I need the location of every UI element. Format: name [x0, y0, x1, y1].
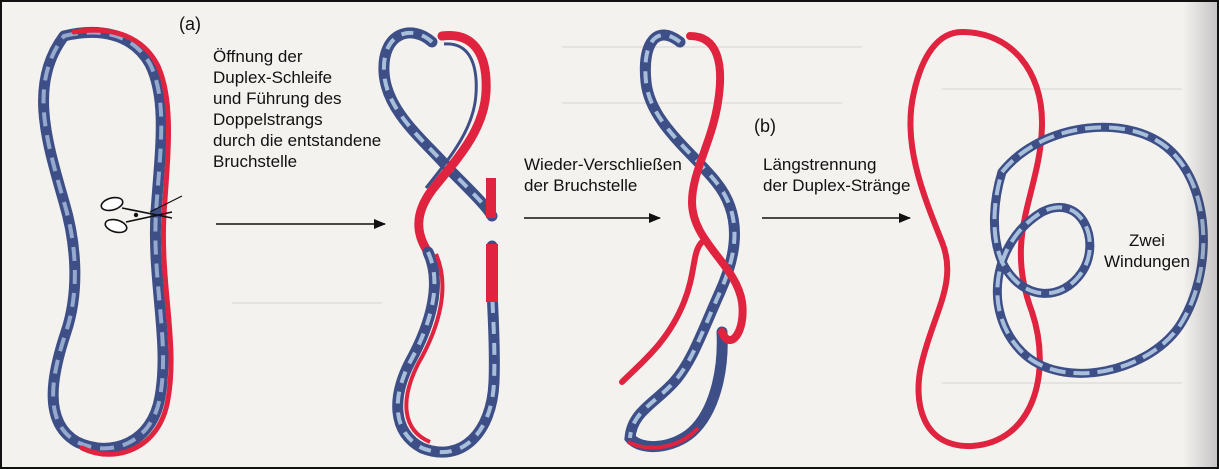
- step-b-tag: (b): [754, 116, 776, 137]
- step-a-tag: (a): [179, 14, 201, 35]
- duplex-loop-intact: [44, 30, 172, 454]
- caption-open-loop: Öffnung der Duplex-Schleife und Führung …: [213, 46, 381, 172]
- caption-reseal: Wieder-Verschließen der Bruchstelle: [524, 154, 682, 196]
- duplex-loop-resealed: [622, 35, 743, 448]
- duplex-loop-broken: [384, 33, 498, 452]
- caption-two-turns: Zwei Windungen: [1104, 230, 1190, 272]
- scissors-icon: [100, 195, 182, 234]
- caption-separate-strands: Längstrennung der Duplex-Stränge: [763, 154, 910, 196]
- separated-red-strand: [910, 32, 1042, 446]
